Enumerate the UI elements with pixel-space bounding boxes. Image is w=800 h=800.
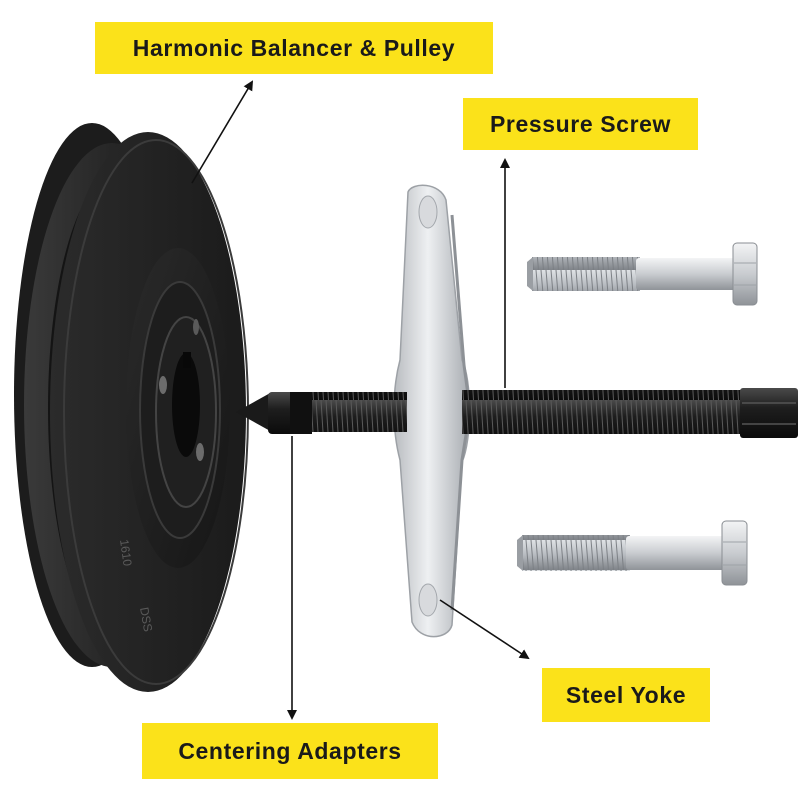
pressure-screw-label-text: Pressure Screw: [489, 110, 671, 137]
leader-arrows: [191, 80, 530, 720]
pressure-screw: [236, 388, 798, 438]
steel-yoke-label: Steel Yoke: [542, 668, 710, 722]
steel-yoke-arrow: [439, 599, 530, 660]
centering-adapters-label-text: Centering Adapters: [178, 737, 402, 764]
steel-yoke-label-text: Steel Yoke: [565, 681, 687, 708]
upper-bolt: [527, 242, 758, 306]
pulley: 1610 DSS: [14, 123, 249, 692]
harmonic-balancer-label: Harmonic Balancer & Pulley: [95, 22, 493, 74]
balancer-arrow: [191, 80, 254, 184]
pulley-marking-2: DSS: [137, 606, 155, 633]
lower-bolt: [517, 520, 748, 586]
pulley-marking-1: 1610: [117, 538, 135, 567]
centering-adapters-label: Centering Adapters: [142, 723, 438, 779]
harmonic-balancer-label-text: Harmonic Balancer & Pulley: [132, 34, 456, 61]
pressure-screw-label: Pressure Screw: [463, 98, 698, 150]
